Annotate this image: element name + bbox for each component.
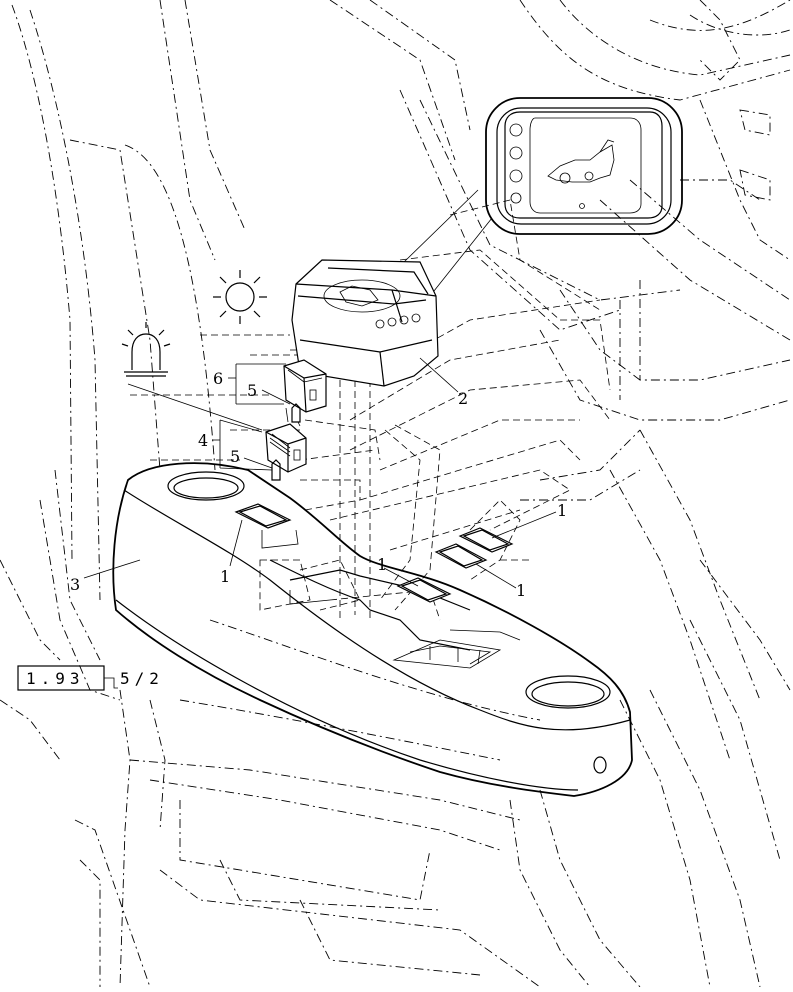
rocker-switch-upper [283, 359, 327, 427]
callout-item-4: 4 [198, 431, 208, 450]
callout-item-1-left: 1 [220, 567, 230, 586]
callout-item-5-upper: 5 [247, 381, 257, 400]
callout-item-2: 2 [458, 389, 468, 408]
reference-box-text: 1.93 [26, 669, 85, 688]
callout-item-1-right-upper: 1 [557, 501, 567, 520]
reference-box [17, 665, 105, 691]
monitor-detail-inset [485, 97, 683, 235]
callout-item-3: 3 [70, 575, 80, 594]
callout-item-1-right-lower: 1 [516, 581, 526, 600]
work-light-icon [213, 270, 267, 324]
inset-projection-lines [403, 189, 493, 297]
leader-lines [83, 357, 557, 689]
reference-page-text: 5/2 [120, 669, 164, 688]
rotating-beacon-icon [121, 322, 171, 377]
callout-item-5-lower: 5 [230, 447, 240, 466]
callout-item-1-center: 1 [377, 555, 387, 574]
callout-labels: 1 1 1 1 2 3 4 5 5 6 [70, 369, 567, 600]
cross-reference: 1.93 5/2 [17, 665, 164, 691]
console-body [112, 462, 633, 797]
rocker-switch-lower [265, 423, 307, 481]
switch-blank-inserts [234, 503, 514, 603]
callout-item-6: 6 [213, 369, 223, 388]
monitor-unit [291, 259, 439, 387]
